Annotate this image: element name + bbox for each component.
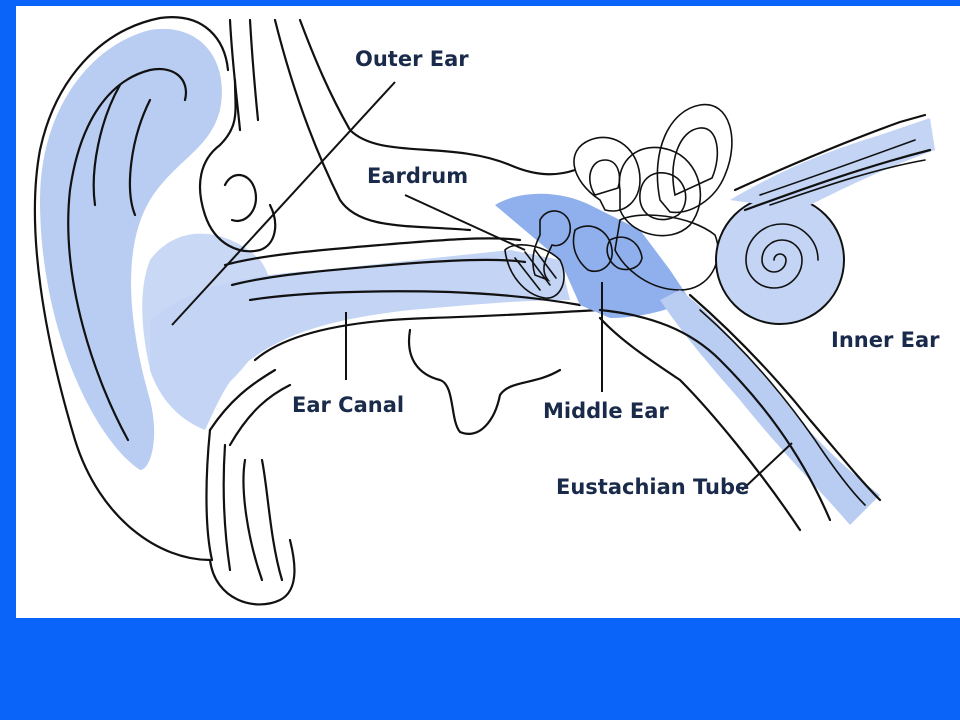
eardrum-leader <box>404 194 526 251</box>
leader-lines <box>171 81 793 491</box>
ear-canal-shape <box>150 237 602 572</box>
inner-ear-shape <box>573 103 935 325</box>
outer-ear-label: Outer Ear <box>355 47 469 71</box>
outer-ear-leader <box>171 81 396 326</box>
eustachian-tube-label: Eustachian Tube <box>556 475 749 499</box>
eardrum-label: Eardrum <box>367 164 468 188</box>
ear-canal-label: Ear Canal <box>292 393 404 417</box>
middle-ear-shape <box>495 193 690 318</box>
eustachian-tube-shape <box>598 290 882 532</box>
eustachian-tube-leader <box>741 442 793 491</box>
middle-ear-label: Middle Ear <box>543 399 669 423</box>
inner-ear-label: Inner Ear <box>831 328 940 352</box>
